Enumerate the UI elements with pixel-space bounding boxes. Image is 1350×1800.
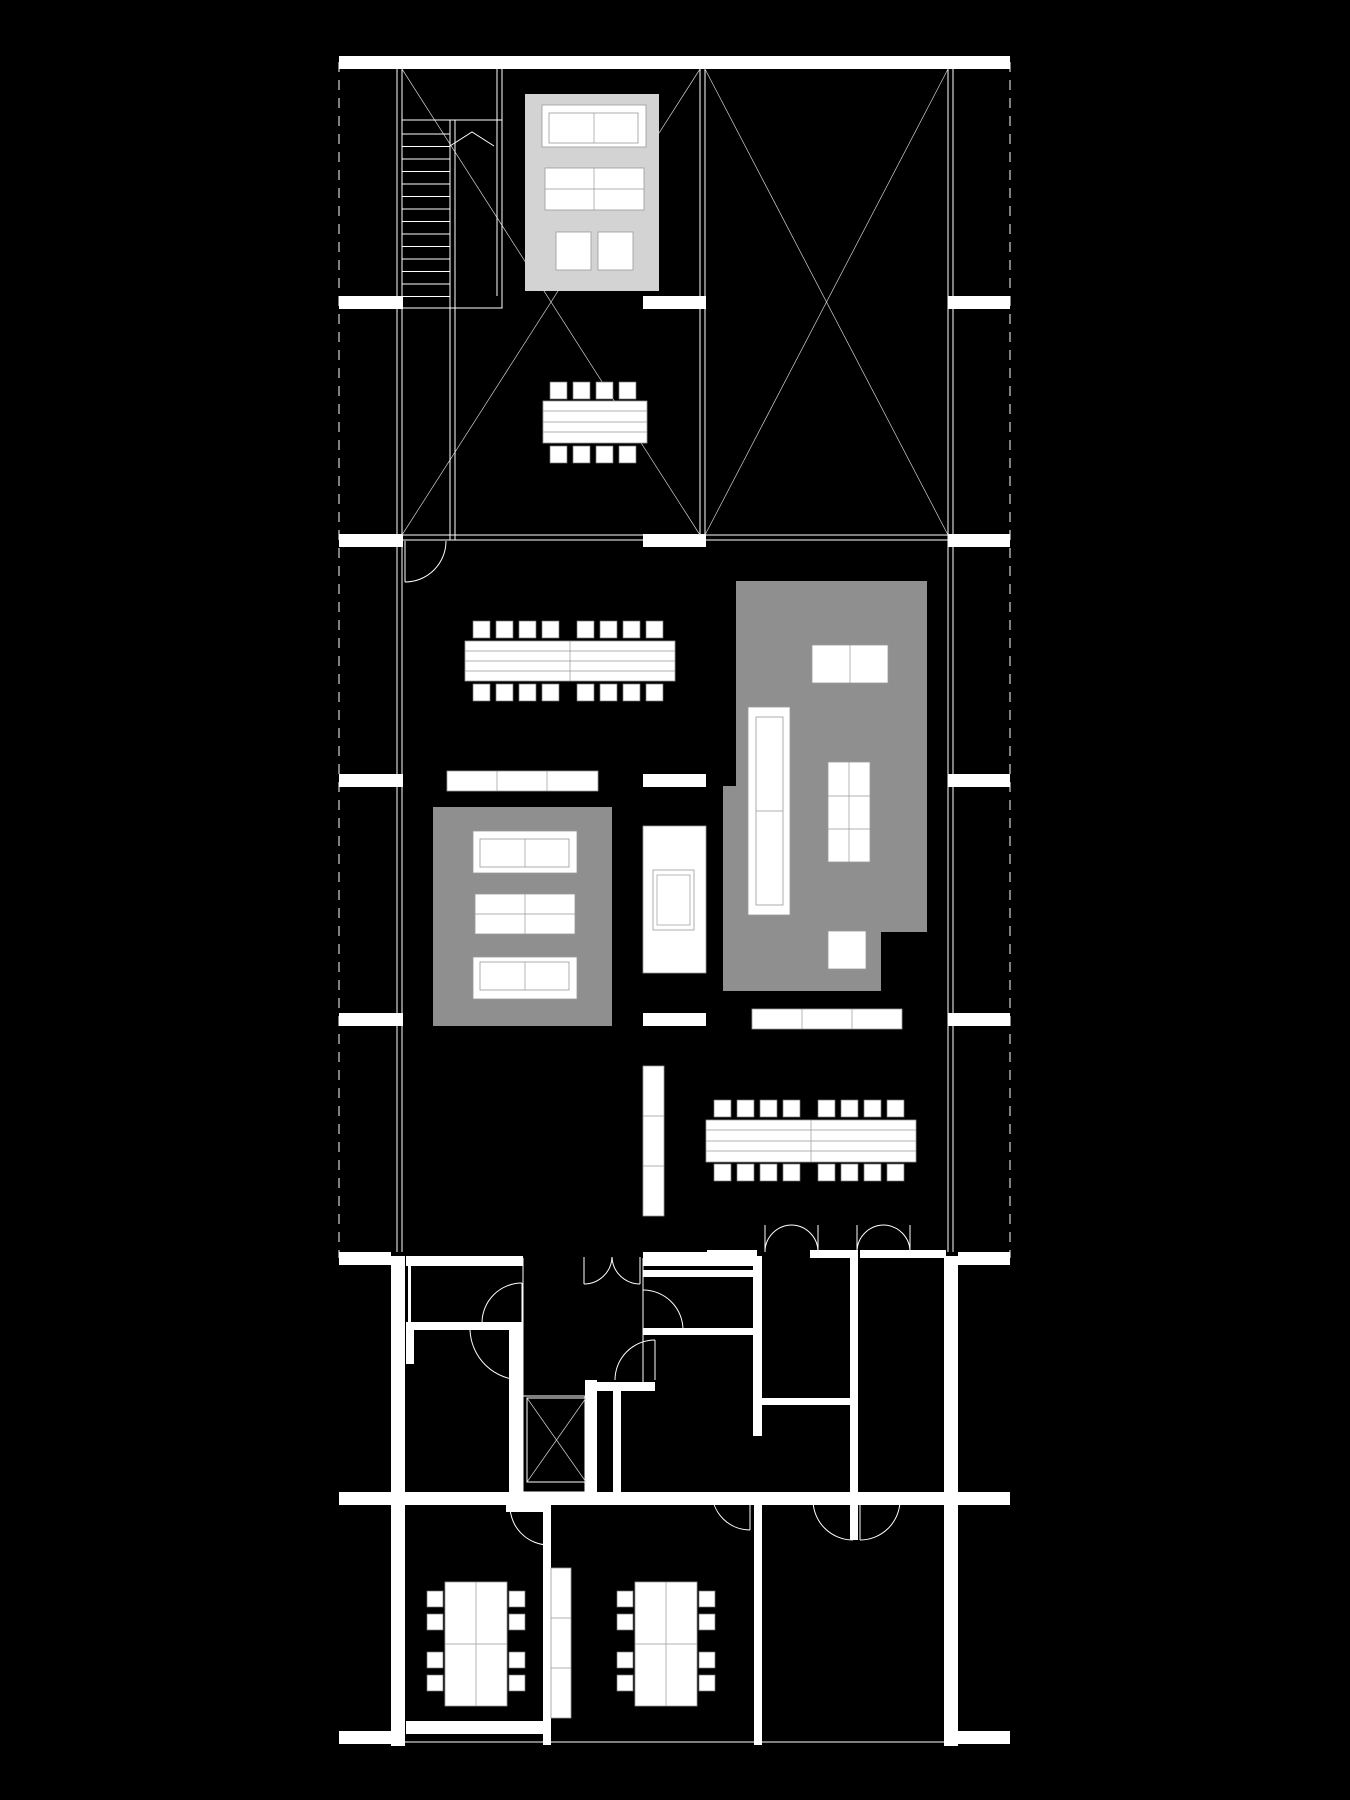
- left-lounge: [433, 807, 612, 1026]
- meeting-table-left: [426, 1581, 526, 1707]
- workspace-chair: [736, 1099, 755, 1118]
- workspace-chair: [472, 683, 491, 702]
- open-workspace-walls: [396, 540, 954, 1252]
- meeting-chair: [508, 1590, 526, 1608]
- workspace-chair: [782, 1163, 801, 1182]
- workspace-chair: [495, 620, 514, 639]
- entry-door: [404, 540, 447, 583]
- dining-chair: [595, 381, 614, 400]
- meeting-chair: [426, 1613, 444, 1631]
- benches: [446, 770, 903, 1217]
- meeting-chair: [616, 1651, 634, 1669]
- workspace-chair: [599, 683, 618, 702]
- workspace-chair: [736, 1163, 755, 1182]
- bottom-room-doors: [509, 1491, 901, 1546]
- upper-lounge: [525, 94, 659, 291]
- dining-chair: [549, 445, 568, 464]
- meeting-chair: [616, 1590, 634, 1608]
- kitchen-island: [642, 825, 707, 974]
- facade-dashed-edges: [338, 62, 1011, 1258]
- workspace-chair: [518, 683, 537, 702]
- meeting-chair: [698, 1590, 716, 1608]
- dining-chair: [549, 381, 568, 400]
- meeting-chair: [508, 1613, 526, 1631]
- workspace-chair: [622, 620, 641, 639]
- workspace-chair: [541, 683, 560, 702]
- workspace-chair: [840, 1099, 859, 1118]
- workspace-chair: [576, 683, 595, 702]
- workspace-chair: [645, 683, 664, 702]
- long-table-top: [464, 620, 676, 702]
- elevator-shaft: [526, 1397, 587, 1483]
- meeting-chair: [426, 1590, 444, 1608]
- workspace-chair: [645, 620, 664, 639]
- workspace-chair: [886, 1099, 905, 1118]
- bottom-bench: [550, 1567, 572, 1719]
- dining-chair: [595, 445, 614, 464]
- workspace-chair: [863, 1099, 882, 1118]
- workspace-chair: [599, 620, 618, 639]
- workspace-chair: [541, 620, 560, 639]
- workspace-chair: [863, 1163, 882, 1182]
- workspace-chair: [817, 1099, 836, 1118]
- meeting-chair: [616, 1613, 634, 1631]
- long-table-bottom: [705, 1099, 917, 1182]
- workspace-chair: [840, 1163, 859, 1182]
- meeting-chair: [698, 1674, 716, 1692]
- workspace-chair: [495, 683, 514, 702]
- workspace-chair: [472, 620, 491, 639]
- workspace-chair: [759, 1163, 778, 1182]
- workspace-chair: [713, 1099, 732, 1118]
- workspace-chair: [886, 1163, 905, 1182]
- workspace-chair: [622, 683, 641, 702]
- meeting-table-right: [616, 1581, 716, 1707]
- dining-chair: [618, 381, 637, 400]
- staircase: [401, 69, 503, 540]
- meeting-chair: [508, 1674, 526, 1692]
- workspace-chair: [782, 1099, 801, 1118]
- workspace-chair: [713, 1163, 732, 1182]
- dining-chair: [618, 445, 637, 464]
- workspace-chair: [759, 1099, 778, 1118]
- meeting-chair: [508, 1651, 526, 1669]
- dining-chair: [572, 445, 591, 464]
- meeting-chair: [698, 1613, 716, 1631]
- workspace-chair: [518, 620, 537, 639]
- workspace-chair: [817, 1163, 836, 1182]
- meeting-chair: [698, 1651, 716, 1669]
- meeting-chair: [616, 1674, 634, 1692]
- meeting-chair: [426, 1651, 444, 1669]
- right-lounge: [723, 581, 927, 991]
- workspace-chair: [576, 620, 595, 639]
- upper-dining-table: [542, 381, 648, 464]
- service-doors: [469, 1224, 911, 1381]
- walls: [339, 56, 1010, 1746]
- meeting-chair: [426, 1674, 444, 1692]
- dining-chair: [572, 381, 591, 400]
